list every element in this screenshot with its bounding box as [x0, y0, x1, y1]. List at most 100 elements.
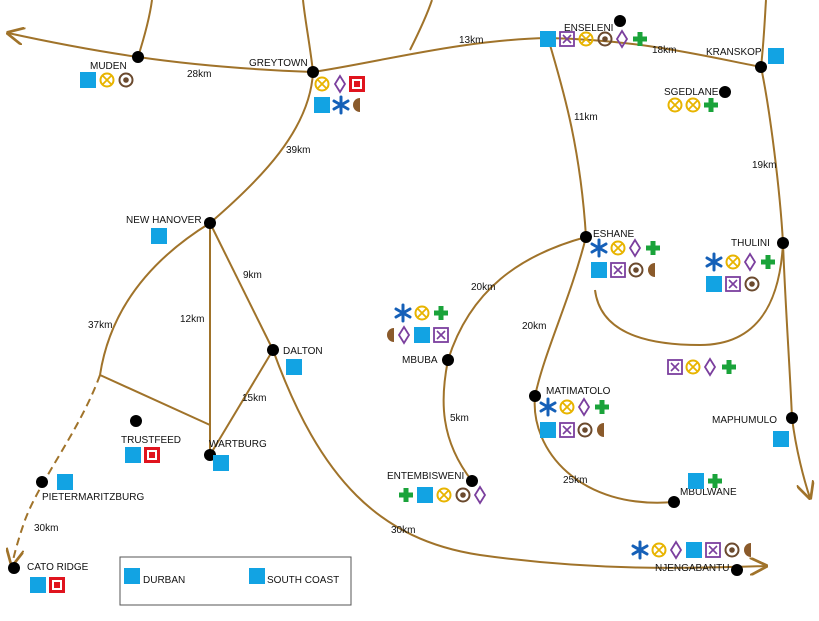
boxed-x-icon: [705, 542, 721, 558]
ring-dot-icon: [628, 262, 644, 278]
diamond-icon: [398, 326, 410, 344]
place-label-greytown: GREYTOWN: [249, 58, 308, 69]
distance-label: 15km: [242, 393, 266, 404]
place-label-eshane: ESHANE: [593, 229, 634, 240]
cross-circle-icon: [610, 240, 626, 256]
asterisk-icon: [705, 252, 723, 272]
road-kranskop-north: [760, 0, 767, 68]
diamond-icon: [474, 486, 486, 504]
square-icon: [314, 97, 330, 113]
plus-icon: [722, 360, 736, 374]
distance-label: 20km: [471, 282, 495, 293]
square-icon: [124, 568, 140, 584]
node-cato-ridge: [8, 562, 20, 574]
node-kranskop: [755, 61, 767, 73]
boxed-x-icon: [667, 359, 683, 375]
place-label-muden: MUDEN: [90, 61, 127, 72]
town-nodes: [8, 15, 798, 576]
diamond-icon: [616, 30, 628, 48]
node-thulini: [777, 237, 789, 249]
legend-label-south-coast: SOUTH COAST: [267, 575, 339, 586]
half-moon-icon: [597, 423, 604, 437]
square-icon: [706, 276, 722, 292]
square-icon: [125, 447, 141, 463]
cross-circle-icon: [667, 97, 683, 113]
node-greytown: [307, 66, 319, 78]
road-eshane-mbuba: [447, 236, 587, 361]
place-label-enseleni: ENSELENI: [564, 23, 613, 34]
node-mbuba: [442, 354, 454, 366]
place-label-pietermaritzburg: PIETERMARITZBURG: [42, 492, 144, 503]
asterisk-icon: [332, 95, 350, 115]
road-junction-wartburg: [99, 374, 211, 455]
boxed-x-icon: [433, 327, 449, 343]
cross-circle-icon: [436, 487, 452, 503]
distance-label: 13km: [459, 35, 483, 46]
ring-dot-icon: [597, 31, 613, 47]
plus-icon: [595, 400, 609, 414]
red-box-icon: [49, 577, 65, 593]
cross-circle-icon: [559, 399, 575, 415]
place-label-dalton: DALTON: [283, 346, 323, 357]
half-moon-icon: [744, 543, 751, 557]
road-north-spur: [409, 0, 433, 51]
boxed-x-icon: [610, 262, 626, 278]
road-muden-north: [137, 0, 153, 58]
square-icon: [249, 568, 265, 584]
diamond-icon: [670, 541, 682, 559]
half-moon-icon: [387, 328, 394, 342]
node-maphumulo: [786, 412, 798, 424]
road-muden-greytown: [137, 56, 314, 73]
square-icon: [286, 359, 302, 375]
half-moon-icon: [353, 98, 360, 112]
square-icon: [151, 228, 167, 244]
road-dalton-njengabantu: [272, 349, 766, 568]
square-icon: [57, 474, 73, 490]
diamond-icon: [704, 358, 716, 376]
legend-label-durban: DURBAN: [143, 575, 185, 586]
road-mbuba-entembisweni: [442, 359, 473, 482]
road-kranskop-thulini: [760, 66, 784, 244]
half-moon-icon: [648, 263, 655, 277]
red-box-icon: [349, 76, 365, 92]
place-label-sgedlane: SGEDLANE: [664, 87, 719, 98]
road-muden-west: [8, 33, 139, 58]
distance-label: 12km: [180, 314, 204, 325]
place-label-thulini: THULINI: [731, 238, 770, 249]
legend: DURBAN SOUTH COAST: [119, 556, 352, 606]
road-newhanover-pmb: [99, 222, 211, 376]
road-enseleni-eshane: [547, 37, 587, 238]
place-label-wartburg: WARTBURG: [209, 439, 267, 450]
boxed-x-icon: [725, 276, 741, 292]
diamond-icon: [334, 75, 346, 93]
ring-dot-icon: [724, 542, 740, 558]
cross-circle-icon: [99, 72, 115, 88]
square-icon: [688, 473, 704, 489]
asterisk-icon: [394, 303, 412, 323]
distance-label: 30km: [391, 525, 415, 536]
distance-labels: 28km 13km 18km 11km 19km 39km 9km 12km 3…: [34, 35, 776, 536]
place-label-njengabantu: NJENGABANTU: [655, 563, 729, 574]
road-greytown-north: [302, 0, 314, 73]
plus-icon: [761, 255, 775, 269]
node-eshane: [580, 231, 592, 243]
cross-circle-icon: [685, 97, 701, 113]
distance-label: 25km: [563, 475, 587, 486]
road-thulini-maphumulo: [782, 242, 793, 419]
plus-icon: [434, 306, 448, 320]
node-sgedlane: [719, 86, 731, 98]
cross-circle-icon: [414, 305, 430, 321]
red-box-icon: [144, 447, 160, 463]
node-mbulwane: [668, 496, 680, 508]
distance-label: 30km: [34, 523, 58, 534]
road-eshane-thulini-loop: [594, 242, 784, 347]
road-pmb-dashed: [12, 374, 101, 565]
ring-dot-icon: [455, 487, 471, 503]
square-icon: [686, 542, 702, 558]
place-label-mbuba: MBUBA: [402, 355, 438, 366]
square-icon: [768, 48, 784, 64]
road-dalton-wartburg: [209, 349, 274, 456]
place-label-trustfeed: TRUSTFEED: [121, 435, 181, 446]
distance-label: 5km: [450, 413, 469, 424]
